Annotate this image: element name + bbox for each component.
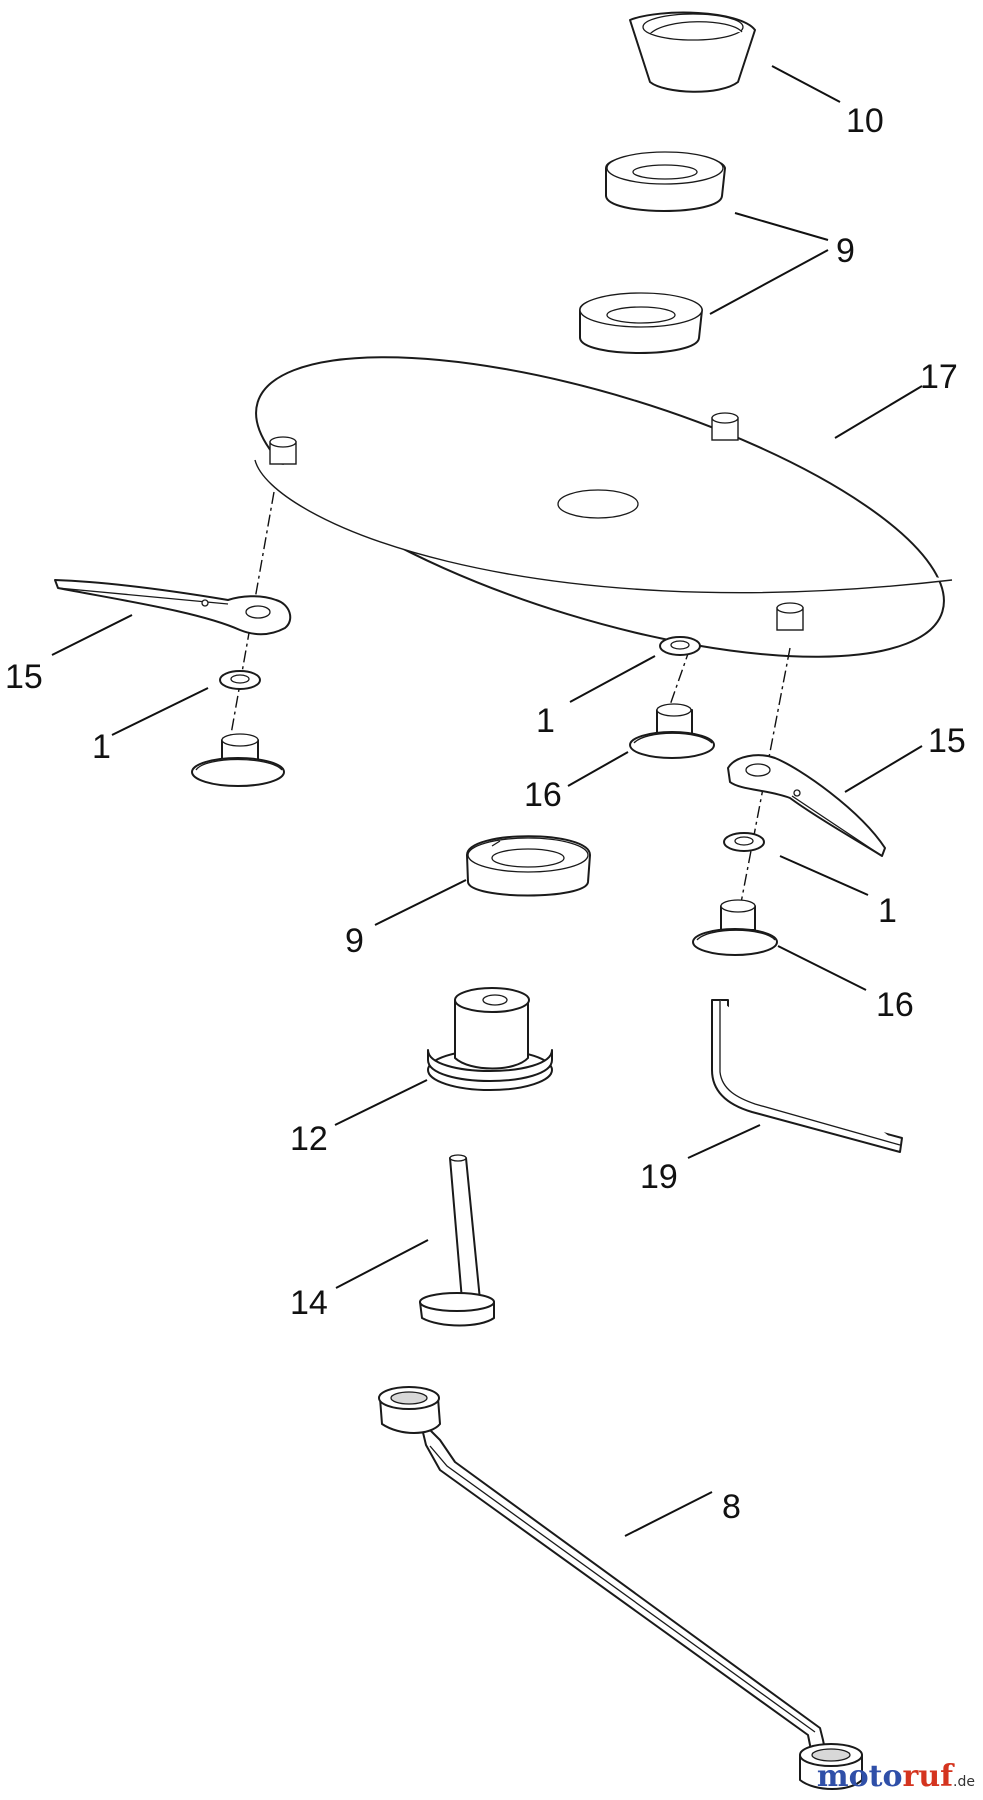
disc-pin-left (269, 436, 297, 465)
callout-9-middle: 9 (345, 922, 364, 960)
part-12-hub (427, 987, 553, 1091)
part-1-washer-left (219, 670, 261, 690)
callout-14: 14 (290, 1284, 328, 1322)
part-16-bolt-right (692, 899, 778, 956)
part-9-washer-upper (605, 151, 726, 212)
part-19-hex-key (711, 999, 903, 1153)
part-15-blade-left (54, 579, 292, 636)
watermark-logo: motoruf.de (817, 1759, 975, 1794)
part-16-bolt-center (629, 703, 715, 759)
callout-16-right: 16 (876, 986, 914, 1024)
leader-lines (51, 65, 923, 1537)
callout-15-right: 15 (928, 722, 966, 760)
disc-pin-right (776, 602, 804, 631)
part-8-wrench (378, 1386, 863, 1790)
callout-1-left: 1 (92, 728, 111, 766)
part-14-bolt (419, 1154, 495, 1327)
part-1-washer-right (723, 832, 765, 852)
wrench-ring-top (378, 1386, 441, 1434)
callout-10: 10 (846, 102, 884, 140)
watermark-brand-b: ruf (902, 1759, 954, 1794)
callout-1-center: 1 (536, 702, 555, 740)
callout-15-left: 15 (5, 658, 43, 696)
disc-pin-top (711, 412, 739, 441)
part-17-disc (254, 356, 953, 658)
callout-labels: 10 9 17 15 1 1 16 15 1 9 16 12 19 14 8 (5, 102, 966, 1526)
callout-19: 19 (640, 1158, 678, 1196)
part-10-cap (629, 11, 756, 93)
callout-8: 8 (722, 1488, 741, 1526)
part-9-ring-middle (466, 835, 591, 897)
callout-16-center: 16 (524, 776, 562, 814)
part-1-washer-center (659, 636, 701, 656)
callout-9-top: 9 (836, 232, 855, 270)
callout-17: 17 (920, 358, 958, 396)
wrench-ring-bottom (799, 1743, 863, 1790)
callout-12: 12 (290, 1120, 328, 1158)
part-15-blade-right (727, 754, 886, 857)
watermark-suffix: .de (953, 1774, 975, 1790)
part-16-bolt-left (191, 733, 285, 787)
part-9-washer-lower (579, 292, 703, 354)
callout-1-right: 1 (878, 892, 897, 930)
watermark-brand-a: moto (816, 1759, 903, 1794)
